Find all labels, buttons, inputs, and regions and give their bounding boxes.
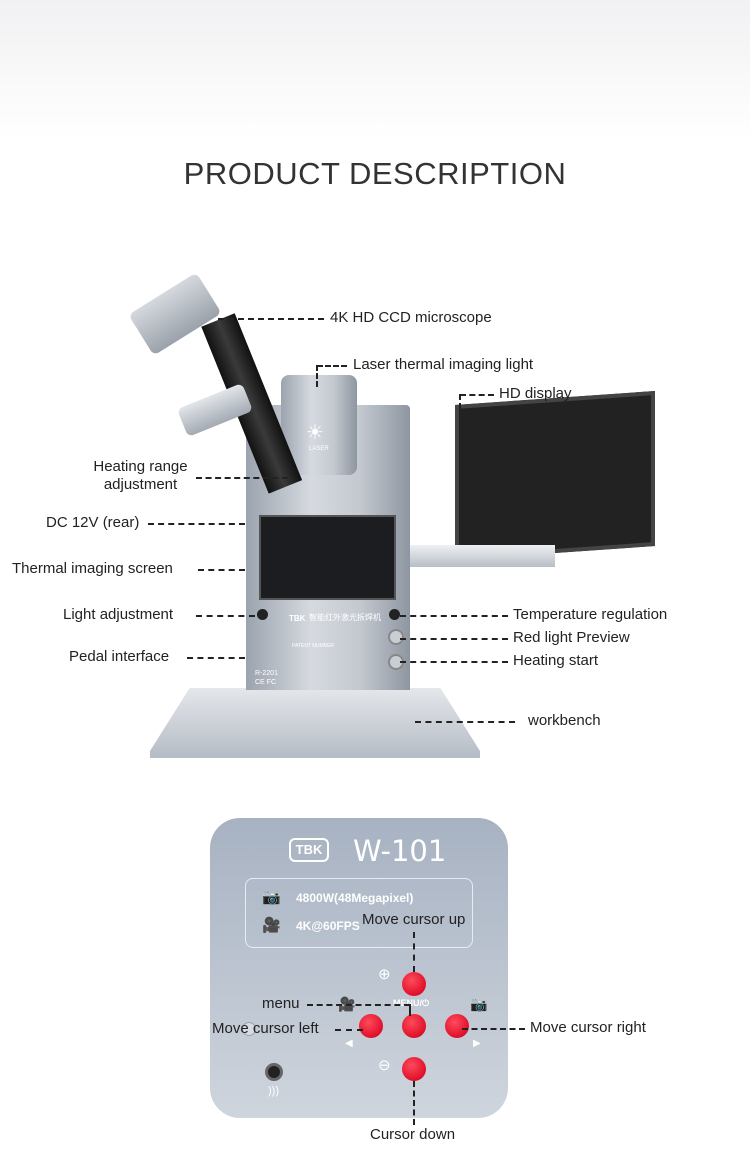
spec-box bbox=[245, 878, 473, 948]
label-thermal-screen: Thermal imaging screen bbox=[12, 560, 173, 577]
label-menu: menu bbox=[262, 995, 300, 1012]
leader-line bbox=[413, 932, 415, 972]
patent-label: PATENT NUMBER bbox=[292, 643, 334, 649]
label-cursor-left: Move cursor left bbox=[212, 1020, 319, 1037]
zoom-in-icon: ⊕ bbox=[378, 966, 391, 983]
menu-mark: MENU/⏻ bbox=[393, 998, 430, 1008]
label-pedal: Pedal interface bbox=[69, 648, 170, 665]
wireless-icon: ))) bbox=[268, 1085, 279, 1097]
machine-chinese-name: 智能红外激光拆焊机 bbox=[309, 613, 381, 622]
laser-sun-icon: ☀ bbox=[306, 422, 324, 444]
header-background bbox=[0, 0, 750, 140]
leader-line bbox=[413, 1081, 415, 1125]
leader-line bbox=[415, 721, 515, 723]
light-adjustment-knob[interactable] bbox=[257, 609, 268, 620]
spec-video: 4K@60FPS bbox=[296, 919, 360, 933]
label-temp-regulation: Temperature regulation bbox=[513, 606, 668, 623]
workbench-base bbox=[150, 688, 480, 758]
power-led bbox=[242, 1022, 256, 1036]
leader-line bbox=[400, 638, 508, 640]
label-heating-start: Heating start bbox=[513, 652, 599, 669]
camera-icon: 📷 bbox=[262, 889, 281, 906]
leader-line bbox=[400, 661, 508, 663]
cursor-down-button[interactable] bbox=[402, 1057, 426, 1081]
label-dc: DC 12V (rear) bbox=[46, 514, 140, 531]
label-heating-range-line2: adjustment bbox=[103, 476, 178, 493]
label-cursor-down: Cursor down bbox=[370, 1126, 456, 1143]
label-cursor-right: Move cursor right bbox=[530, 1019, 646, 1036]
leader-line bbox=[317, 365, 347, 367]
menu-button[interactable] bbox=[402, 1014, 426, 1038]
arrow-left-icon: ◀ bbox=[345, 1038, 353, 1049]
leader-line bbox=[409, 1004, 411, 1016]
leader-line bbox=[198, 569, 245, 571]
leader-line bbox=[400, 615, 508, 617]
leader-line bbox=[196, 615, 255, 617]
leader-line bbox=[460, 394, 494, 396]
hd-display bbox=[455, 391, 655, 560]
cursor-up-button[interactable] bbox=[402, 972, 426, 996]
laser-text: LASER bbox=[309, 446, 329, 452]
leader-line bbox=[335, 1029, 363, 1031]
leader-line bbox=[196, 477, 288, 479]
arrow-right-icon: ▶ bbox=[473, 1038, 481, 1049]
thermal-imaging-screen bbox=[259, 515, 396, 600]
label-light-adjustment: Light adjustment bbox=[63, 606, 174, 623]
leader-line bbox=[307, 1004, 410, 1006]
page-title: PRODUCT DESCRIPTION bbox=[183, 156, 567, 191]
cursor-right-button[interactable] bbox=[445, 1014, 469, 1038]
leader-line bbox=[316, 365, 318, 387]
camera-brand-logo: TBK bbox=[289, 838, 329, 862]
label-cursor-up: Move cursor up bbox=[362, 911, 466, 928]
label-laser-light: Laser thermal imaging light bbox=[353, 356, 534, 373]
zoom-out-icon: ⊖ bbox=[378, 1057, 391, 1074]
temperature-knob[interactable] bbox=[389, 609, 400, 620]
video-camera-icon: 🎥 bbox=[262, 917, 281, 934]
leader-line bbox=[462, 1028, 525, 1030]
camera-panel bbox=[210, 818, 508, 1118]
red-light-preview-button[interactable] bbox=[388, 629, 404, 645]
display-arm bbox=[410, 545, 555, 567]
cursor-left-button[interactable] bbox=[359, 1014, 383, 1038]
leader-line bbox=[187, 657, 245, 659]
spec-photo: 4800W(48Megapixel) bbox=[296, 891, 414, 905]
leader-line bbox=[218, 318, 324, 320]
cert-label: CE FC bbox=[255, 679, 276, 686]
label-display: HD display bbox=[499, 385, 572, 402]
leader-line bbox=[148, 523, 245, 525]
label-heating-range-line1: Heating range bbox=[93, 458, 188, 475]
label-workbench: workbench bbox=[528, 712, 601, 729]
camera-model: W-101 bbox=[353, 834, 447, 868]
label-microscope: 4K HD CCD microscope bbox=[330, 309, 492, 326]
usb-port[interactable] bbox=[265, 1063, 283, 1081]
leader-line bbox=[459, 394, 461, 418]
brand-logo: TBK bbox=[289, 614, 306, 623]
snapshot-icon: 📷 bbox=[470, 996, 488, 1012]
label-red-light: Red light Preview bbox=[513, 629, 630, 646]
model-label: R-2201 bbox=[255, 670, 278, 677]
